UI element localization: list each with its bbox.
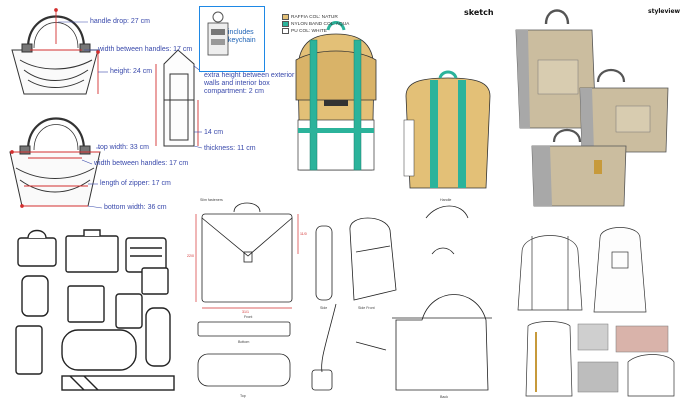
width-between-handles-label: width between handles: 17 cm	[98, 46, 193, 53]
construction-drawings	[517, 227, 675, 397]
view-handle-label: Handle	[440, 198, 452, 202]
view-back-label: Back	[440, 395, 448, 399]
white-swatch	[282, 28, 289, 34]
keychain-icon	[207, 11, 229, 56]
sketch-heading: sketch	[464, 8, 494, 17]
bottom-width-label: bottom width: 36 cm	[104, 204, 167, 211]
dim-depth: 11/0	[300, 232, 307, 236]
legend-pu-label: PU COL: WHITE	[291, 28, 327, 34]
legend-raffia-label: RAFFIA COL: NATUR	[291, 14, 338, 20]
box-height-label: 14 cm	[204, 129, 224, 136]
aqua-swatch	[282, 21, 289, 27]
width-between-handles-2-label: width between handles: 17 cm	[94, 160, 189, 167]
zipper-length-label: length of zipper: 17 cm	[100, 180, 171, 187]
legend-pu: PU COL: WHITE	[282, 28, 327, 34]
bag-icon-grid	[15, 229, 175, 391]
view-front-label: Front	[244, 315, 253, 319]
slim-fasteners-note: Slim fasteners	[200, 198, 223, 202]
raffia-swatch	[282, 14, 289, 20]
view-side-label: Side	[320, 306, 328, 310]
construction-details-panel	[508, 212, 680, 409]
legend-nylon-label: NYLON BAND COL: AQUA	[291, 21, 350, 27]
legend-nylon: NYLON BAND COL: AQUA	[282, 21, 349, 27]
handle-drop-label: handle drop: 27 cm	[90, 18, 150, 25]
height-label: height: 24 cm	[110, 68, 153, 75]
view-top-label: Top	[240, 394, 246, 398]
legend-raffia: RAFFIA COL: NATUR	[282, 14, 338, 20]
extra-height-label: extra height between exterior walls and …	[204, 72, 295, 95]
backpack-sketches	[295, 21, 491, 189]
view-side-front-label: Side Front	[358, 306, 375, 310]
dim-width: 31/1	[242, 310, 249, 314]
spec-sheet-panel: handle drop: 27 cm width between handles…	[0, 0, 294, 222]
keychain-label: includes keychain	[228, 29, 256, 44]
styleview-panel: styleview	[508, 0, 680, 212]
spec-drawings	[9, 8, 203, 209]
technical-drawing-panel: 31/1 22/0 11/0 Front Bottom Top Side Sid…	[186, 194, 508, 409]
styleview-bags	[515, 9, 669, 207]
backpack-sketch-panel: RAFFIA COL: NATUR NYLON BAND COL: AQUA P…	[280, 0, 510, 194]
keychain-callout: includes keychain	[199, 6, 265, 72]
styleview-heading: styleview	[648, 8, 680, 15]
view-bottom-label: Bottom	[238, 340, 250, 344]
tech-flats	[195, 202, 492, 391]
dim-height: 22/0	[187, 254, 194, 258]
bag-icons-panel	[0, 222, 186, 409]
thickness-label: thickness: 11 cm	[204, 145, 256, 152]
top-width-label: top width: 33 cm	[98, 144, 149, 151]
